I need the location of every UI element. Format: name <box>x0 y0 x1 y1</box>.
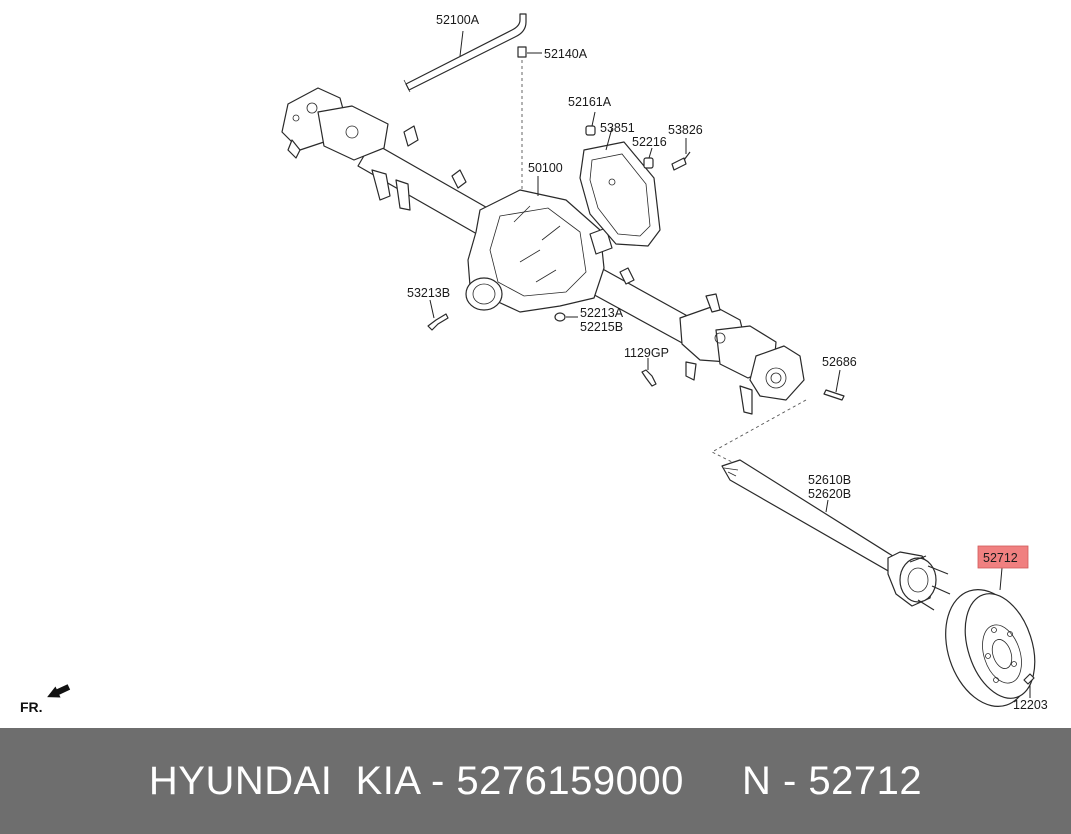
label-52712: 52712 <box>983 551 1018 565</box>
diff-cover <box>579 127 661 247</box>
right-bracket-assembly <box>679 293 805 415</box>
footer-bar: HYUNDAI KIA - 5276159000 N - 52712 <box>0 728 1071 834</box>
left-bracket-assembly <box>281 87 419 211</box>
plug-52216 <box>643 147 654 169</box>
label-12203: 12203 <box>1013 698 1048 712</box>
bolt-53213B <box>427 299 449 331</box>
label-52686: 52686 <box>822 355 857 369</box>
highlight-box <box>977 545 1029 569</box>
label-53826: 53826 <box>668 123 703 137</box>
bolt-1129GP <box>641 358 657 387</box>
label-52161A: 52161A <box>568 95 612 109</box>
breather-fitting <box>517 46 542 58</box>
label-52213A: 52213A <box>580 306 624 320</box>
bolt-53826 <box>671 138 691 171</box>
breather-tube <box>403 13 527 93</box>
label-52140A: 52140A <box>544 47 588 61</box>
brake-disc <box>945 567 1036 707</box>
front-label: FR. <box>20 699 43 715</box>
bolt-52161A <box>585 111 596 136</box>
label-52216: 52216 <box>632 135 667 149</box>
label-52610B: 52610B <box>808 473 851 487</box>
front-direction-indicator: FR. <box>20 684 71 715</box>
footer-part-number: HYUNDAI KIA - 5276159000 N - 52712 <box>148 758 923 803</box>
differential-carrier <box>465 176 613 313</box>
label-52215B: 52215B <box>580 320 623 334</box>
front-arrow-icon <box>47 684 71 698</box>
label-1129GP: 1129GP <box>624 346 669 360</box>
label-52100A: 52100A <box>436 13 480 27</box>
label-52620B: 52620B <box>808 487 851 501</box>
disc-screw-12203 <box>1023 673 1035 698</box>
axle-shaft <box>721 459 951 611</box>
bolt-52686 <box>823 369 845 401</box>
label-53213B: 53213B <box>407 286 450 300</box>
exploded-axle-drawing: 52100A 52140A 52161A 53851 52216 53826 5… <box>20 13 1048 715</box>
washer-52213A <box>554 312 578 322</box>
label-50100: 50100 <box>528 161 563 175</box>
label-53851: 53851 <box>600 121 635 135</box>
parts-diagram: 52100A 52140A 52161A 53851 52216 53826 5… <box>20 13 1048 715</box>
